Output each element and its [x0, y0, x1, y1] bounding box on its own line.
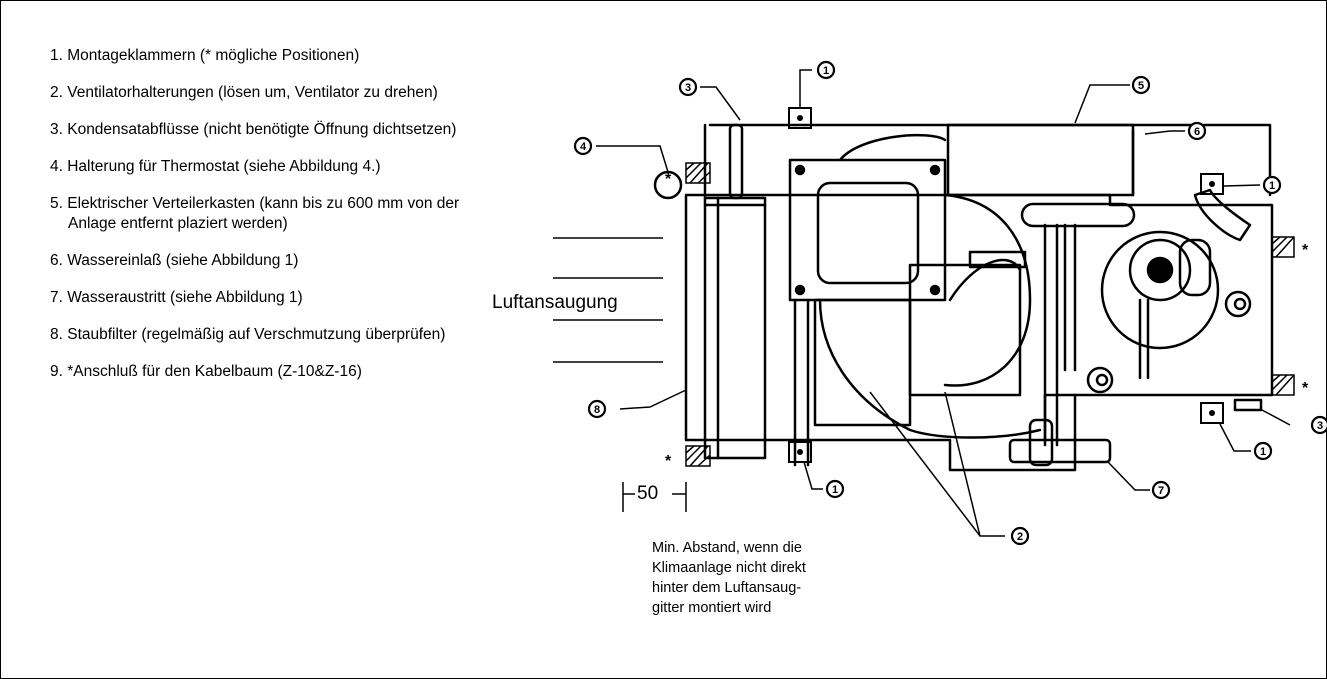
legend-item-5: 5. Elektrischer Verteilerkasten (kann bi…: [50, 195, 460, 232]
fan-plate: [788, 158, 947, 302]
water-pipe-vertical: [1043, 223, 1059, 447]
callout-1-right-top: 1: [1269, 180, 1275, 192]
fan-motor: [908, 263, 1022, 397]
clearance-note-line-2: Klimaanlage nicht direkt: [652, 560, 806, 576]
legend-item-9: 9. *Anschluß für den Kabelbaum (Z-10&Z-1…: [50, 363, 362, 380]
motor-mount: [813, 298, 912, 427]
electrical-box: [946, 123, 1135, 197]
callout-1-top: 1: [823, 65, 829, 77]
clamp-right-top: [1200, 173, 1224, 195]
clearance-note-line-1: Min. Abstand, wenn die: [652, 540, 802, 556]
callout-1-bottom: 1: [832, 484, 838, 496]
star-marker-right-top: *: [1302, 242, 1309, 259]
legend-item-8: 8. Staubfilter (regelmäßig auf Verschmut…: [50, 326, 446, 343]
callout-7: 7: [1158, 485, 1164, 497]
legend-item-4: 4. Halterung für Thermostat (siehe Abbil…: [50, 158, 381, 175]
dust-filter: [703, 196, 767, 460]
fan-opening: [816, 181, 920, 285]
star-marker-top-left: *: [665, 171, 672, 188]
callout-3-right: 3: [1317, 420, 1323, 432]
callout-2: 2: [1017, 531, 1023, 543]
dimension-label: 50: [637, 483, 659, 504]
water-outlet-pipe: [1008, 438, 1112, 464]
clamp-bottom: [788, 441, 812, 463]
parts-legend: 1. Montageklammern (* mögliche Positione…: [50, 46, 465, 399]
legend-item-1: 1. Montageklammern (* mögliche Positione…: [50, 47, 360, 64]
clamp-right-bottom: [1200, 402, 1224, 424]
water-inlet-pipe: [1020, 202, 1136, 228]
mounting-positions: [685, 162, 1295, 467]
top-frame-edge: [708, 123, 1272, 197]
star-marker-right-bottom: *: [1302, 380, 1309, 397]
clearance-note-line-3: hinter dem Luftansaug-: [652, 580, 802, 596]
legend-item-2: 2. Ventilatorhalterungen (lösen um, Vent…: [50, 84, 438, 101]
callout-8: 8: [594, 404, 600, 416]
star-marker-bottom-left: *: [665, 453, 672, 470]
pipe-elbow: [1193, 188, 1252, 242]
legend-item-6: 6. Wassereinlaß (siehe Abbildung 1): [50, 252, 299, 269]
legend-item-3: 3. Kondensatabflüsse (nicht benötigte Öf…: [50, 121, 457, 138]
callout-4: 4: [580, 141, 587, 153]
callout-1-right-bottom: 1: [1260, 446, 1266, 458]
callout-leaders: [596, 69, 1291, 537]
callout-3-top: 3: [685, 82, 691, 94]
clearance-note: Min. Abstand, wenn die Klimaanlage nicht…: [652, 538, 862, 618]
dimension-lines: [622, 482, 687, 512]
condensate-drain-top: [728, 123, 744, 200]
pump-housing: [1100, 230, 1220, 350]
air-intake-label: Luftansaugung: [492, 292, 618, 313]
fan-scroll: [838, 134, 1032, 387]
condensate-drain-bottom: [1233, 398, 1263, 412]
callout-6: 6: [1194, 126, 1200, 138]
air-intake-arrows: [553, 237, 663, 363]
clearance-note-line-4: gitter montiert wird: [652, 600, 772, 616]
legend-item-7: 7. Wasseraustritt (siehe Abbildung 1): [50, 289, 303, 306]
callout-5: 5: [1138, 80, 1144, 92]
